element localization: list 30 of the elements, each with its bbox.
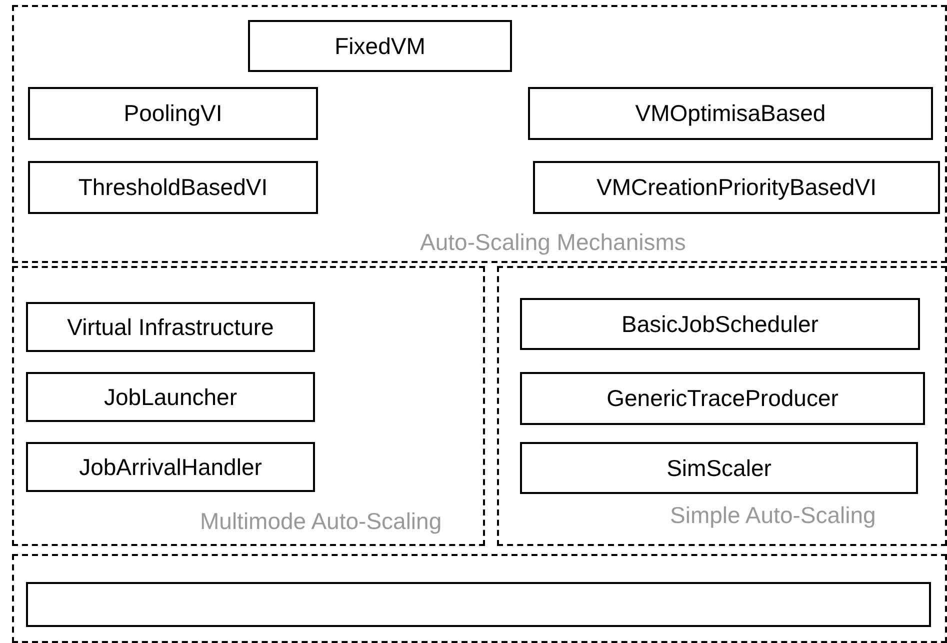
class-box <box>520 372 925 425</box>
group-frame <box>12 5 947 263</box>
class-name: BasicJobScheduler <box>622 310 818 338</box>
class-name: Virtual Infrastructure <box>67 314 274 340</box>
class-box <box>533 161 940 214</box>
group-frame <box>497 266 947 546</box>
group-caption: Multimode Auto-Scaling <box>200 508 442 535</box>
class-box <box>26 582 931 627</box>
group-caption: Simple Auto-Scaling <box>670 502 876 529</box>
class-box <box>26 372 315 422</box>
class-box <box>28 161 318 214</box>
class-name: VMOptimisaBased <box>635 100 826 127</box>
class-name: FixedVM <box>334 32 426 60</box>
class-name: JobArrivalHandler <box>79 454 262 480</box>
class-box <box>248 20 512 72</box>
class-name: PoolingVI <box>124 100 222 127</box>
class-name: ThresholdBasedVI <box>78 174 268 201</box>
group-frame <box>12 266 485 546</box>
class-name: VMCreationPriorityBasedVI <box>596 174 876 201</box>
class-box <box>26 302 315 352</box>
class-name: SimScaler <box>666 454 772 482</box>
class-box <box>520 442 918 494</box>
class-name: JobLauncher <box>104 384 237 410</box>
class-name: GenericTraceProducer <box>606 385 838 412</box>
group-frame <box>12 554 947 643</box>
class-box <box>528 87 933 140</box>
class-box <box>26 442 315 492</box>
class-box <box>28 87 318 140</box>
class-box <box>520 298 920 350</box>
group-caption: Auto-Scaling Mechanisms <box>420 229 686 256</box>
